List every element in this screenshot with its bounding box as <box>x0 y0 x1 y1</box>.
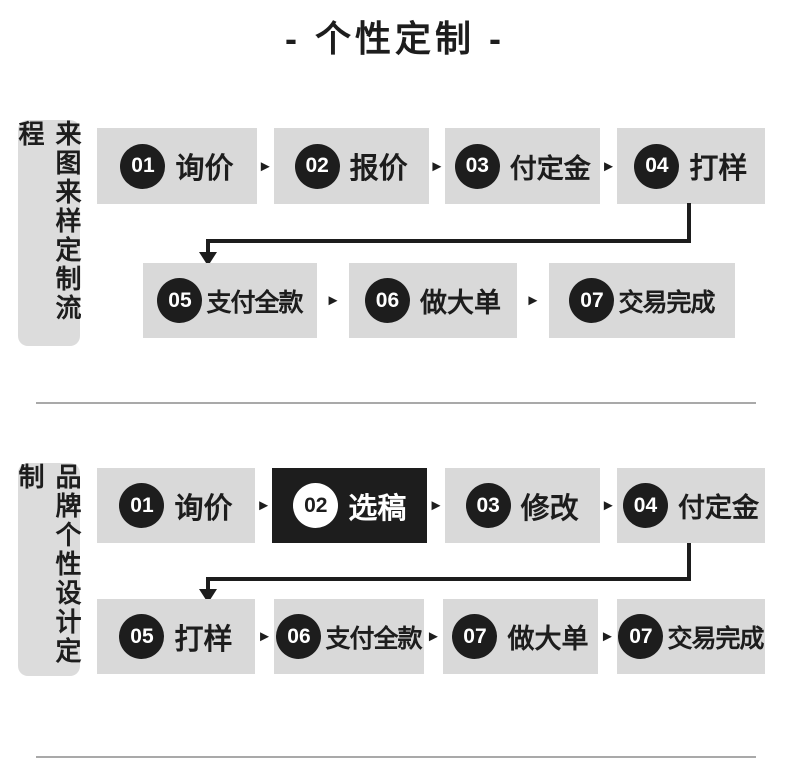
flow1-side-label: 来图来样定制流程 <box>15 120 82 346</box>
step-number-badge: 05 <box>157 278 203 323</box>
step-label: 修改 <box>520 492 579 525</box>
step-number-badge: 02 <box>293 483 339 528</box>
flow2-side-label: 品牌个性设计定制 <box>15 463 82 676</box>
arrow-right-icon: ► <box>428 497 444 514</box>
step-number-badge: 03 <box>465 483 511 528</box>
step-05-sample: 05 打样 <box>97 599 255 674</box>
step-number-badge: 07 <box>452 614 498 659</box>
section-divider <box>36 402 756 404</box>
step-number-badge: 03 <box>454 143 500 189</box>
step-01-inquiry: 01 询价 <box>97 468 255 543</box>
step-01-inquiry: 01 询价 <box>97 128 257 204</box>
step-label: 选稿 <box>348 492 407 525</box>
step-05-full-payment: 05 支付全款 <box>143 263 317 338</box>
flow1-row1: 01 询价 ► 02 报价 ► 03 付定金 ► 04 打样 <box>97 128 765 204</box>
arrow-right-icon: ► <box>426 628 441 645</box>
step-03-deposit: 03 付定金 <box>445 128 601 204</box>
step-03-revise: 03 修改 <box>444 468 600 543</box>
arrow-right-icon: ► <box>525 292 541 309</box>
arrow-right-icon: ► <box>325 292 341 309</box>
step-07-transaction-complete: 07 交易完成 <box>548 263 735 338</box>
step-04-sample: 04 打样 <box>616 128 765 204</box>
step-number-badge: 06 <box>276 614 322 659</box>
step-label: 支付全款 <box>325 624 422 653</box>
step-04-deposit: 04 付定金 <box>616 468 765 543</box>
step-label: 交易完成 <box>667 624 764 653</box>
step-07-bulk-order: 07 做大单 <box>442 599 598 674</box>
step-02-quote: 02 报价 <box>273 128 429 204</box>
flow2-connector-vertical <box>687 543 691 581</box>
step-label: 付定金 <box>509 153 591 184</box>
flow1-connector-vertical-left <box>206 239 210 254</box>
flow1-row2: 05 支付全款 ► 06 做大单 ► 07 交易完成 <box>143 263 735 338</box>
arrow-right-icon: ► <box>600 628 615 645</box>
step-label: 支付全款 <box>206 288 303 317</box>
step-number-badge: 07 <box>569 278 615 323</box>
step-number-badge: 02 <box>294 143 340 189</box>
step-number-badge: 05 <box>119 614 165 659</box>
step-label: 报价 <box>349 153 408 185</box>
flow1-connector-horizontal <box>206 239 691 243</box>
step-label: 打样 <box>689 153 748 185</box>
arrow-right-icon: ► <box>257 628 272 645</box>
flow2-connector-horizontal <box>206 577 691 581</box>
step-06-full-payment: 06 支付全款 <box>273 599 424 674</box>
arrow-down-icon <box>199 252 217 266</box>
arrow-right-icon: ► <box>256 497 272 514</box>
arrow-right-icon: ► <box>601 157 617 175</box>
step-label: 做大单 <box>419 288 501 318</box>
step-number-badge: 07 <box>618 614 664 659</box>
step-number-badge: 04 <box>622 483 668 528</box>
step-number-badge: 04 <box>634 143 680 189</box>
step-02-select-draft-highlighted: 02 选稿 <box>272 468 428 543</box>
flow1-connector-vertical <box>687 203 691 243</box>
arrow-right-icon: ► <box>600 497 616 514</box>
flow2-connector-vertical-left <box>206 577 210 590</box>
step-label: 做大单 <box>507 624 589 654</box>
section-divider <box>36 756 756 758</box>
step-07-transaction-complete: 07 交易完成 <box>616 599 765 674</box>
flow2-row2: 05 打样 ► 06 支付全款 ► 07 做大单 ► 07 交易完成 <box>97 599 765 674</box>
step-label: 交易完成 <box>618 288 715 317</box>
step-label: 打样 <box>174 623 233 656</box>
arrow-right-icon: ► <box>429 157 445 175</box>
flow2-row1: 01 询价 ► 02 选稿 ► 03 修改 ► 04 付定金 <box>97 468 765 543</box>
step-number-badge: 06 <box>364 278 410 323</box>
step-number-badge: 01 <box>119 483 165 528</box>
step-label: 付定金 <box>677 493 759 523</box>
step-label: 询价 <box>174 492 233 525</box>
step-label: 询价 <box>175 153 234 185</box>
arrow-right-icon: ► <box>257 157 273 175</box>
step-number-badge: 01 <box>120 143 166 189</box>
step-06-bulk-order: 06 做大单 <box>348 263 517 338</box>
page-title: - 个性定制 - <box>285 18 505 59</box>
